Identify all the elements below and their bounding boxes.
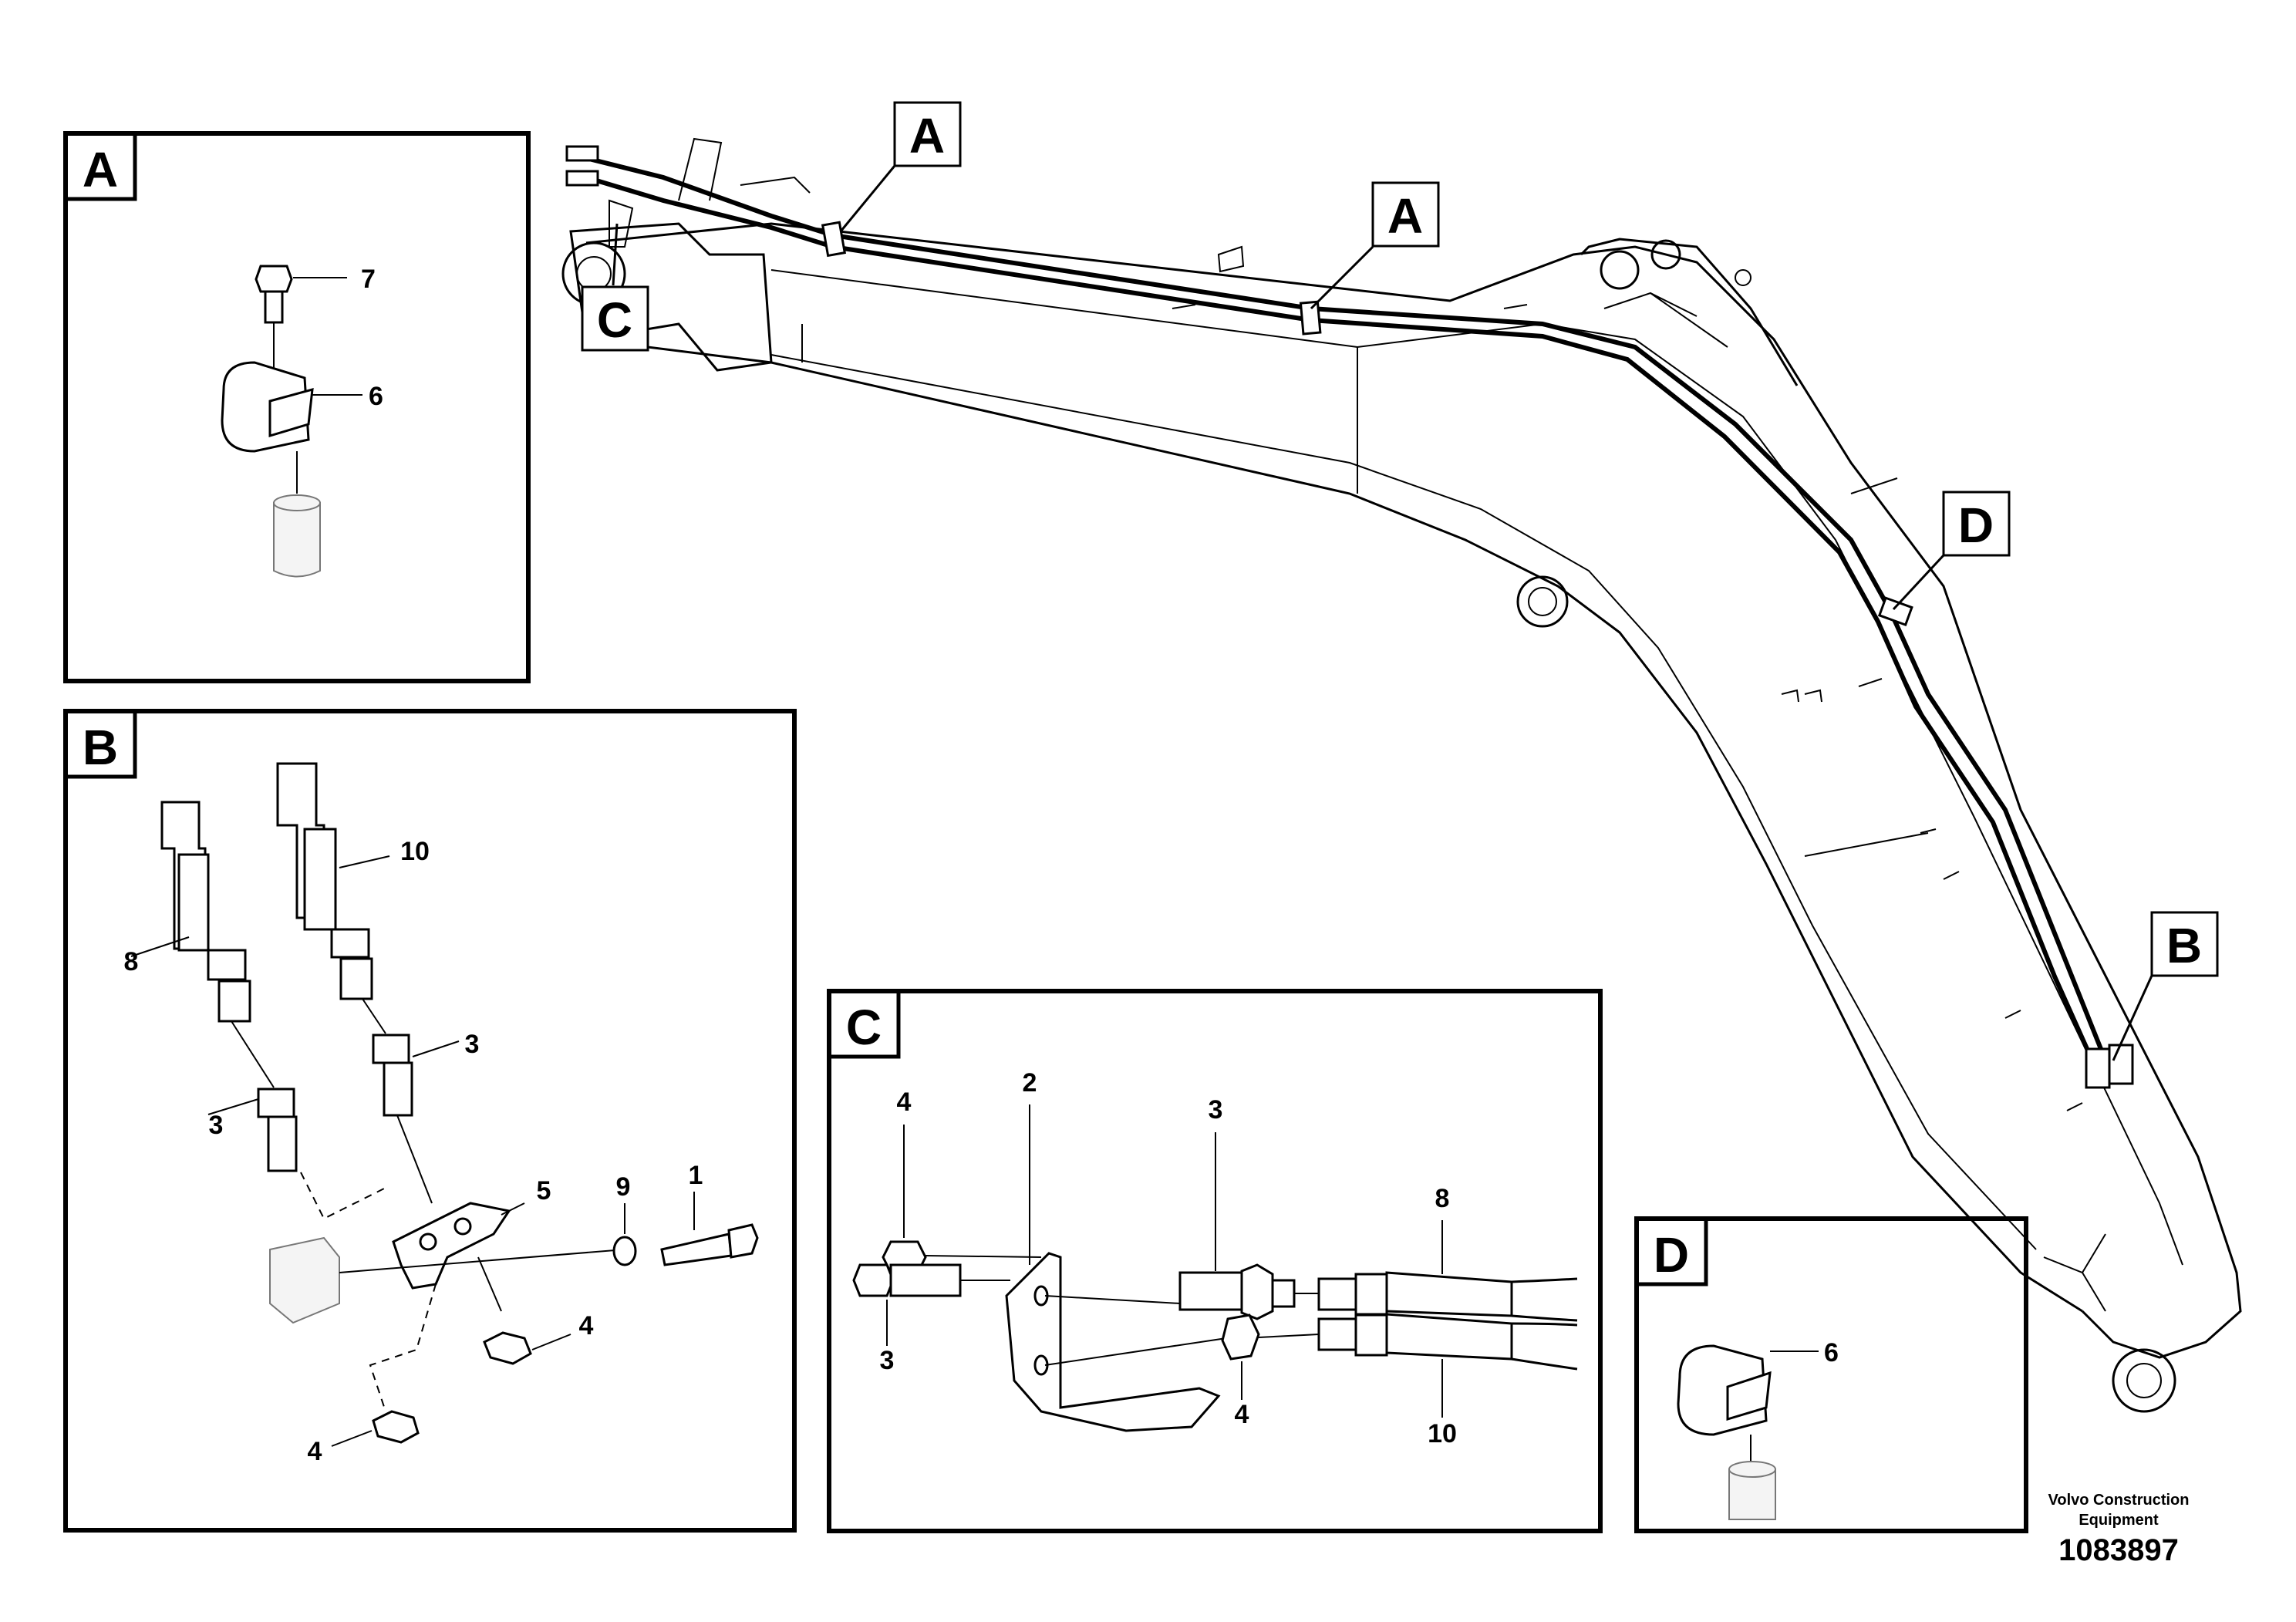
- detail-a-label-6: 6: [369, 382, 383, 411]
- callout-b: B: [2166, 918, 2202, 973]
- callout-b-box: [2150, 911, 2219, 977]
- detail-c-label-3-bottom: 3: [880, 1346, 895, 1375]
- company-line-2: Equipment: [2079, 1512, 2159, 1529]
- detail-d-panel: D 6: [1634, 1216, 2028, 1533]
- callout-a-top-right-box: [1371, 181, 1440, 248]
- detail-b-tag: B: [83, 720, 118, 775]
- callout-d: D: [1958, 497, 1994, 553]
- detail-a-panel: A 7 6: [63, 131, 531, 683]
- detail-b-panel: B 8 10 3 3 5: [63, 709, 797, 1533]
- callout-c-box: [581, 285, 649, 352]
- callout-a-top-left-box: [893, 101, 962, 167]
- callout-a-top-right: A: [1387, 188, 1423, 244]
- detail-a-label-7: 7: [361, 265, 376, 294]
- detail-d-tag: D: [1654, 1227, 1689, 1283]
- detail-b-label-5: 5: [537, 1176, 551, 1206]
- drawing-number: 1083897: [2058, 1533, 2179, 1567]
- detail-c-label-4-bottom: 4: [1235, 1400, 1249, 1429]
- callout-c: C: [597, 292, 632, 348]
- boom-callouts: A A C D B: [581, 101, 2219, 1061]
- detail-b-label-3-left: 3: [209, 1111, 224, 1140]
- detail-a-tag: A: [83, 142, 118, 197]
- drawing-footer: Volvo Construction Equipment 1083897: [2026, 1490, 2211, 1568]
- detail-c-label-10: 10: [1428, 1419, 1457, 1448]
- detail-b-label-4-lower: 4: [308, 1437, 322, 1466]
- detail-b-label-8: 8: [124, 947, 139, 976]
- company-line-1: Volvo Construction: [2048, 1492, 2190, 1509]
- detail-c-label-3-top: 3: [1209, 1095, 1223, 1125]
- detail-b-label-4-upper: 4: [579, 1311, 594, 1340]
- detail-d-label-6: 6: [1824, 1338, 1839, 1367]
- detail-b-label-10: 10: [400, 837, 430, 866]
- callout-a-top-left: A: [909, 108, 945, 164]
- detail-c-tag: C: [846, 1000, 882, 1055]
- callout-d-box: [1942, 491, 2011, 557]
- detail-c-label-8: 8: [1435, 1184, 1450, 1213]
- detail-c-label-2: 2: [1023, 1068, 1037, 1098]
- detail-b-label-3-right: 3: [465, 1030, 480, 1059]
- detail-c-label-4-top: 4: [897, 1088, 912, 1117]
- detail-b-label-1: 1: [689, 1161, 703, 1190]
- boom-drawing: [561, 137, 2242, 1413]
- detail-c-panel: C 4 2 3 8 3 4: [827, 989, 1603, 1533]
- detail-b-label-9: 9: [616, 1172, 631, 1202]
